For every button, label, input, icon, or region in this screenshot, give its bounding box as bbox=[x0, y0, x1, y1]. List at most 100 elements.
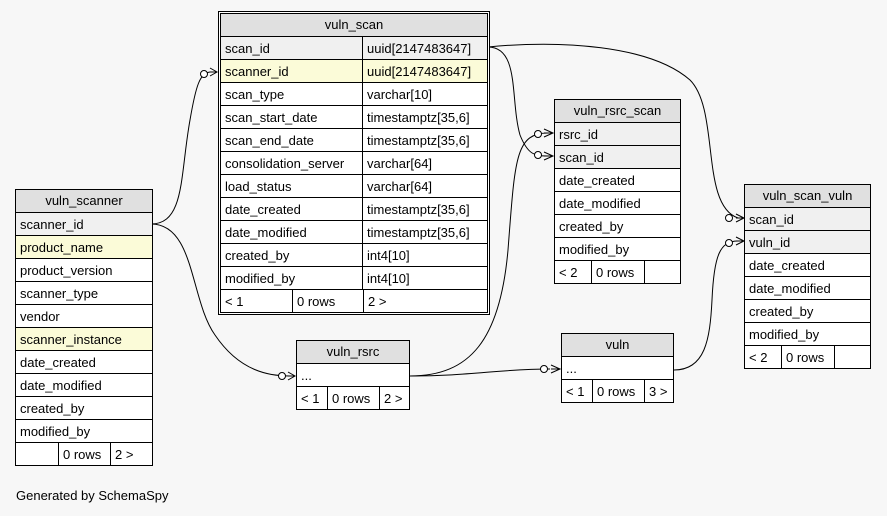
column-type: varchar[64] bbox=[362, 175, 487, 197]
column-name: modified_by bbox=[20, 423, 91, 439]
table-row: scan_type varchar[10] bbox=[221, 83, 487, 106]
table-row: scanner_type bbox=[16, 282, 152, 305]
column-type: uuid[2147483647] bbox=[362, 60, 487, 82]
table-row: date_created bbox=[745, 254, 870, 277]
zero-marker bbox=[540, 365, 548, 373]
crowfoot-marker bbox=[543, 151, 555, 161]
row-count: 0 rows bbox=[591, 261, 644, 283]
column-name: scan_id bbox=[749, 211, 794, 227]
children-count bbox=[834, 346, 870, 368]
table-row: ... bbox=[297, 364, 409, 387]
table-row: scan_id bbox=[745, 208, 870, 231]
table-row: scan_id bbox=[555, 146, 680, 169]
column-name: date_created bbox=[559, 172, 635, 188]
table-row: scanner_instance bbox=[16, 328, 152, 351]
edge-scanner-to-rsrc bbox=[150, 223, 291, 377]
zero-marker bbox=[200, 70, 208, 78]
column-name: scan_end_date bbox=[225, 132, 314, 148]
table-row: created_by bbox=[745, 300, 870, 323]
column-name: created_by bbox=[749, 303, 814, 319]
table-row: modified_by bbox=[745, 323, 870, 346]
table-row: modified_by bbox=[16, 420, 152, 443]
parents-count: < 1 bbox=[301, 390, 320, 406]
table-row: created_by int4[10] bbox=[221, 244, 487, 267]
table-row: date_modified bbox=[16, 374, 152, 397]
column-name: vuln_id bbox=[749, 234, 791, 250]
column-type: uuid[2147483647] bbox=[362, 37, 487, 59]
column-name: product_name bbox=[20, 239, 104, 255]
table-row: date_modified timestamptz[35,6] bbox=[221, 221, 487, 244]
table-title: vuln bbox=[562, 334, 673, 357]
column-name: date_created bbox=[749, 257, 825, 273]
row-count: 0 rows bbox=[592, 380, 644, 402]
table-row: date_created bbox=[16, 351, 152, 374]
column-name: date_modified bbox=[20, 377, 102, 393]
table-title: vuln_scan bbox=[221, 14, 487, 37]
column-name: date_modified bbox=[749, 280, 831, 296]
column-type: timestamptz[35,6] bbox=[362, 198, 487, 220]
table-row: modified_by int4[10] bbox=[221, 267, 487, 290]
column-name: load_status bbox=[225, 178, 292, 194]
zero-marker bbox=[534, 151, 542, 159]
column-name: created_by bbox=[559, 218, 624, 234]
column-name: modified_by bbox=[559, 241, 630, 257]
column-name: scan_type bbox=[225, 86, 285, 102]
table-row: scan_end_date timestamptz[35,6] bbox=[221, 129, 487, 152]
crowfoot-marker bbox=[209, 67, 219, 77]
table-vuln-scan-vuln: vuln_scan_vuln scan_id vuln_id date_crea… bbox=[744, 184, 871, 369]
column-name: date_modified bbox=[559, 195, 641, 211]
table-row: created_by bbox=[555, 215, 680, 238]
edge-scan-to-scanvuln bbox=[487, 43, 739, 219]
table-row: ... bbox=[562, 357, 673, 380]
table-vuln-rsrc-scan: vuln_rsrc_scan rsrc_id scan_id date_crea… bbox=[554, 99, 681, 284]
edge-vuln-to-scanvuln bbox=[673, 240, 739, 371]
table-row: date_created bbox=[555, 169, 680, 192]
zero-marker bbox=[534, 130, 542, 138]
parents-count: < 2 bbox=[559, 264, 578, 280]
table-row: consolidation_server varchar[64] bbox=[221, 152, 487, 175]
crowfoot-marker bbox=[550, 364, 562, 374]
row-count: 0 rows bbox=[327, 387, 379, 409]
column-type: int4[10] bbox=[362, 244, 487, 266]
column-type: timestamptz[35,6] bbox=[362, 221, 487, 243]
edge-rsrc-to-vuln bbox=[409, 368, 551, 377]
column-name: date_modified bbox=[225, 224, 307, 240]
table-vuln-scan: vuln_scan scan_id uuid[2147483647] scann… bbox=[218, 11, 490, 315]
table-row: product_version bbox=[16, 259, 152, 282]
zero-marker bbox=[725, 214, 733, 222]
column-name: ... bbox=[566, 360, 577, 376]
parents-count: < 2 bbox=[749, 349, 768, 365]
edge-scan-to-rsrcscan bbox=[487, 46, 549, 157]
parents-count: < 1 bbox=[225, 293, 244, 309]
table-title: vuln_rsrc bbox=[297, 341, 409, 364]
column-name: date_created bbox=[225, 201, 301, 217]
table-row: vuln_id bbox=[745, 231, 870, 254]
table-row: date_created timestamptz[35,6] bbox=[221, 198, 487, 221]
parents-count: < 1 bbox=[566, 383, 585, 399]
edge-scanner-to-scan bbox=[150, 71, 211, 225]
column-name: modified_by bbox=[225, 270, 296, 286]
column-name: scan_start_date bbox=[225, 109, 318, 125]
crowfoot-marker bbox=[735, 236, 746, 246]
table-row: scanner_id uuid[2147483647] bbox=[221, 60, 487, 83]
edge-rsrc-to-rsrcscan bbox=[409, 132, 549, 377]
row-count: 0 rows bbox=[58, 443, 110, 465]
row-count: 0 rows bbox=[292, 290, 363, 312]
column-type: timestamptz[35,6] bbox=[362, 106, 487, 128]
row-count: 0 rows bbox=[781, 346, 834, 368]
column-name: consolidation_server bbox=[225, 155, 345, 171]
crowfoot-marker bbox=[287, 371, 297, 381]
zero-marker bbox=[278, 372, 286, 380]
column-name: date_created bbox=[20, 354, 96, 370]
table-title: vuln_scanner bbox=[16, 190, 152, 213]
parents-count bbox=[16, 443, 58, 465]
column-name: product_version bbox=[20, 262, 113, 278]
column-name: rsrc_id bbox=[559, 126, 599, 142]
table-footer: < 2 0 rows bbox=[745, 346, 870, 368]
table-footer: < 1 0 rows 2 > bbox=[221, 290, 487, 312]
table-footer: < 1 0 rows 2 > bbox=[297, 387, 409, 409]
column-type: varchar[10] bbox=[362, 83, 487, 105]
table-row: scan_id uuid[2147483647] bbox=[221, 37, 487, 60]
column-name: scan_id bbox=[225, 40, 270, 56]
